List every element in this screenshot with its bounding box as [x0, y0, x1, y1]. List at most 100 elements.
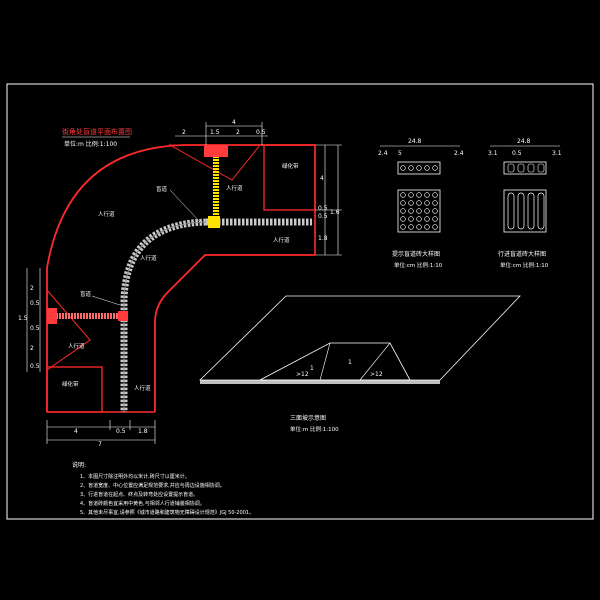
sidewalk-label-1: 人行道 — [98, 210, 115, 218]
stop-tiles-north — [204, 145, 228, 157]
green-belt-1 — [263, 144, 316, 211]
slope-scale: 单位:m 比例:1:100 — [290, 425, 339, 433]
svg-text:1.5: 1.5 — [210, 129, 220, 136]
svg-text:>12: >12 — [296, 371, 309, 378]
stop-dot — [400, 208, 406, 214]
stop-dot — [416, 208, 422, 214]
sidewalk-label-3: 人行道 — [273, 236, 290, 244]
slope-triangle-left — [46, 288, 91, 371]
inner-curb — [154, 254, 315, 412]
dimension-top: 4 2 1.5 2 0.5 — [175, 119, 268, 145]
sidewalk-label-2: 人行道 — [226, 184, 243, 192]
blind-path-curve — [120, 218, 211, 412]
svg-text:2.4: 2.4 — [378, 150, 388, 157]
svg-text:0.5: 0.5 — [30, 325, 40, 332]
svg-text:2: 2 — [30, 285, 34, 292]
blind-path-label-2: 盲道 — [80, 290, 92, 298]
svg-text:3.1: 3.1 — [488, 150, 498, 157]
note-1: 1、本图尺寸除注明外均以米计,砖尺寸以厘米计。 — [80, 473, 190, 480]
stop-dot — [424, 224, 430, 230]
guide-bar — [517, 192, 525, 230]
dimension-right: 4 0.5 0.5 1.6 1.8 — [315, 144, 342, 256]
guide-bar — [537, 192, 545, 230]
notes: 说明: 1、本图尺寸除注明外均以米计,砖尺寸以厘米计。 2、盲道宽度、中心位置应… — [72, 461, 254, 516]
note-5: 5、其他未尽事宜,请参照《城市道路和建筑物无障碍设计规范》JGJ 50-2001… — [80, 509, 254, 516]
stop-dot — [400, 200, 406, 206]
svg-text:5: 5 — [398, 150, 402, 157]
stop-dot — [424, 216, 430, 222]
blind-path-label-1: 盲道 — [156, 185, 168, 193]
guide-bar — [527, 192, 535, 230]
stop-dot — [432, 216, 438, 222]
three-slope-sketch: >12 >12 1 1 三面坡示意图 单位:m 比例:1:100 — [199, 295, 521, 433]
sidewalk-label-5: 人行道 — [68, 342, 85, 350]
dimension-bottom: 4 0.5 1.8 7 — [46, 420, 156, 448]
stop-dot — [432, 165, 438, 171]
stop-dot — [416, 224, 422, 230]
green-belt-1-label: 绿化带 — [282, 162, 299, 170]
stop-dot — [432, 192, 438, 198]
svg-text:24.8: 24.8 — [517, 138, 531, 145]
stop-dot — [408, 224, 414, 230]
svg-text:1.6: 1.6 — [330, 209, 340, 216]
svg-text:1: 1 — [310, 365, 314, 372]
stop-dot — [424, 208, 430, 214]
sidewalk-label-4: 人行道 — [140, 254, 157, 262]
stop-dot — [400, 165, 406, 171]
outer-curb — [46, 144, 315, 412]
stop-dot — [416, 216, 422, 222]
svg-text:0.5: 0.5 — [30, 300, 40, 307]
stop-dot — [424, 165, 430, 171]
stop-tile-detail: 24.8 2.4 5 2.4 提示盲道砖大样图 单位:cm 比例:1:10 — [378, 138, 464, 269]
guide-tile-title: 行进盲道砖大样图 — [498, 250, 546, 258]
svg-text:>12: >12 — [370, 371, 383, 378]
stop-tile-scale: 单位:cm 比例:1:10 — [394, 261, 443, 269]
note-2: 2、盲道宽度、中心位置应满足规范要求,并应与周边设施相协调。 — [80, 482, 225, 489]
guide-tile-detail: 24.8 3.1 0.5 3.1 行进盲道砖大样图 单位:cm 比例:1:10 — [488, 138, 562, 269]
stop-dot — [400, 224, 406, 230]
guide-bar — [507, 163, 515, 173]
guide-tile-scale: 单位:cm 比例:1:10 — [500, 261, 549, 269]
stop-dot — [408, 208, 414, 214]
svg-text:0.5: 0.5 — [30, 363, 40, 370]
svg-text:24.8: 24.8 — [408, 138, 422, 145]
notes-heading: 说明: — [72, 461, 86, 469]
svg-text:0.5: 0.5 — [256, 129, 266, 136]
svg-text:1.8: 1.8 — [318, 235, 328, 242]
drawing-frame — [6, 83, 594, 520]
sidewalk-label-6: 人行道 — [134, 384, 151, 392]
stop-dot — [416, 200, 422, 206]
slope-title: 三面坡示意图 — [290, 414, 326, 422]
stop-dot — [400, 216, 406, 222]
guide-bar — [507, 192, 515, 230]
stop-dot — [432, 200, 438, 206]
dimension-left: 2 0.5 1.5 0.5 2 0.5 — [18, 268, 41, 372]
guide-bar — [537, 163, 545, 173]
stop-dot — [408, 192, 414, 198]
svg-text:1.5: 1.5 — [18, 315, 28, 322]
guide-tile-bars — [507, 163, 545, 230]
green-belt-2 — [46, 366, 103, 413]
svg-text:7: 7 — [98, 441, 102, 448]
plan-scale: 单位:m 比例:1:100 — [64, 140, 117, 148]
stop-dot — [432, 224, 438, 230]
plan-title: 街角处盲道平面布置图 — [62, 127, 132, 136]
guide-bar — [527, 163, 535, 173]
svg-text:2: 2 — [236, 129, 240, 136]
stop-tile-title: 提示盲道砖大样图 — [392, 250, 440, 258]
svg-text:1.8: 1.8 — [138, 428, 148, 435]
stop-dot — [408, 165, 414, 171]
svg-text:4: 4 — [320, 175, 324, 182]
stop-dot — [416, 192, 422, 198]
stop-dot — [400, 192, 406, 198]
svg-text:0.5: 0.5 — [512, 150, 522, 157]
green-belt-2-label: 绿化带 — [62, 380, 79, 388]
svg-text:2: 2 — [182, 129, 186, 136]
stop-tile-dots — [400, 165, 438, 230]
plan-view: 街角处盲道平面布置图 单位:m 比例:1:100 绿化带 绿化带 人行道 — [18, 119, 342, 448]
svg-text:0.5: 0.5 — [318, 213, 328, 220]
svg-text:4: 4 — [74, 428, 78, 435]
svg-text:4: 4 — [232, 119, 236, 126]
svg-text:2: 2 — [30, 345, 34, 352]
